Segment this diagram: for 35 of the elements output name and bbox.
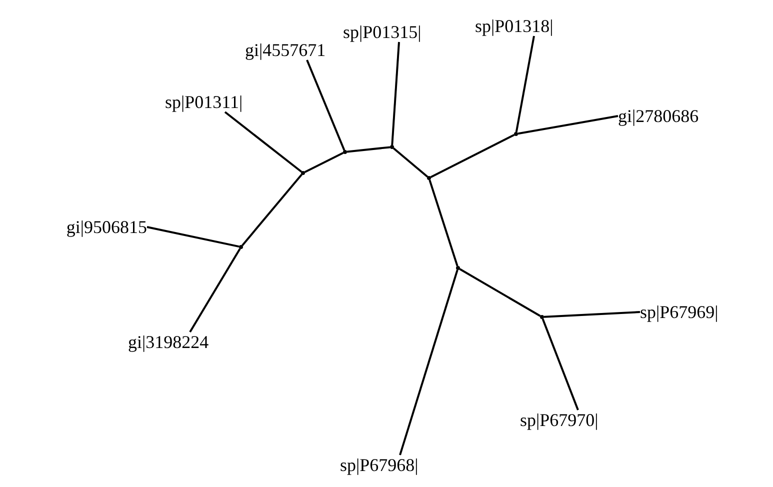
taxon-label: sp|P67970| bbox=[520, 410, 598, 430]
taxon-label: sp|P01315| bbox=[343, 22, 422, 42]
branch-junction bbox=[514, 132, 518, 136]
branch-line bbox=[224, 111, 302, 173]
branch-line bbox=[306, 60, 346, 151]
branch-junction bbox=[239, 245, 243, 249]
taxon-label: sp|P67968| bbox=[340, 455, 418, 475]
taxon-label: sp|P01311| bbox=[165, 92, 243, 112]
branch-junction bbox=[390, 145, 394, 149]
branch-line bbox=[515, 36, 535, 132]
branch-junction bbox=[343, 150, 347, 154]
taxon-label: gi|9506815 bbox=[66, 217, 147, 237]
taxon-label: gi|2780686 bbox=[618, 106, 699, 126]
branch-line bbox=[399, 270, 458, 456]
branch-line bbox=[392, 148, 428, 178]
branch-line bbox=[428, 180, 458, 266]
branch-line bbox=[542, 318, 579, 410]
taxon-label: gi|4557671 bbox=[245, 40, 326, 60]
branch-line bbox=[242, 174, 302, 246]
branch-line bbox=[544, 311, 640, 318]
branch-line bbox=[430, 134, 515, 178]
taxon-label: sp|P01318| bbox=[475, 16, 554, 36]
branch-line bbox=[518, 115, 618, 135]
taxon-label: gi|3198224 bbox=[128, 332, 209, 352]
branch-line bbox=[346, 146, 390, 153]
branch-line bbox=[304, 152, 344, 173]
branch-line bbox=[189, 248, 241, 333]
branch-junction bbox=[540, 315, 544, 319]
taxon-label: sp|P67969| bbox=[640, 302, 718, 322]
branch-junction bbox=[301, 171, 305, 175]
branch-junction bbox=[456, 266, 460, 270]
branch-line bbox=[146, 226, 240, 248]
branch-line bbox=[459, 268, 541, 317]
branch-junction bbox=[427, 176, 431, 180]
branch-line bbox=[391, 42, 400, 146]
